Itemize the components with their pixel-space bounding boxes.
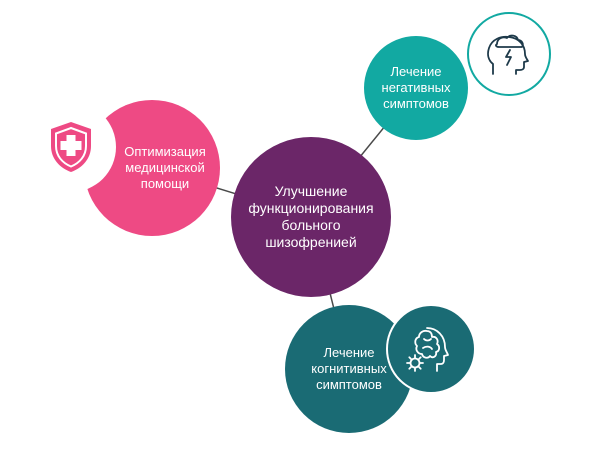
node-cognitive-label: Лечение когнитивных симптомов (311, 345, 387, 392)
care-icon-badge (26, 102, 116, 192)
shield-cross-icon (51, 122, 91, 172)
head-brain-gear-icon (406, 327, 449, 372)
head-lightning-icon (487, 34, 529, 75)
node-negative-label: Лечение негативных симптомов (381, 64, 451, 111)
node-center-label: Улучшение функционирования больного шизо… (248, 183, 374, 250)
node-negative-symptoms: Лечение негативных симптомов (364, 36, 468, 140)
negative-icon-badge (467, 12, 551, 96)
node-care-label: Оптимизация медицинской помощи (124, 144, 206, 191)
node-center: Улучшение функционирования больного шизо… (231, 137, 391, 297)
cognitive-icon-badge (386, 304, 476, 394)
